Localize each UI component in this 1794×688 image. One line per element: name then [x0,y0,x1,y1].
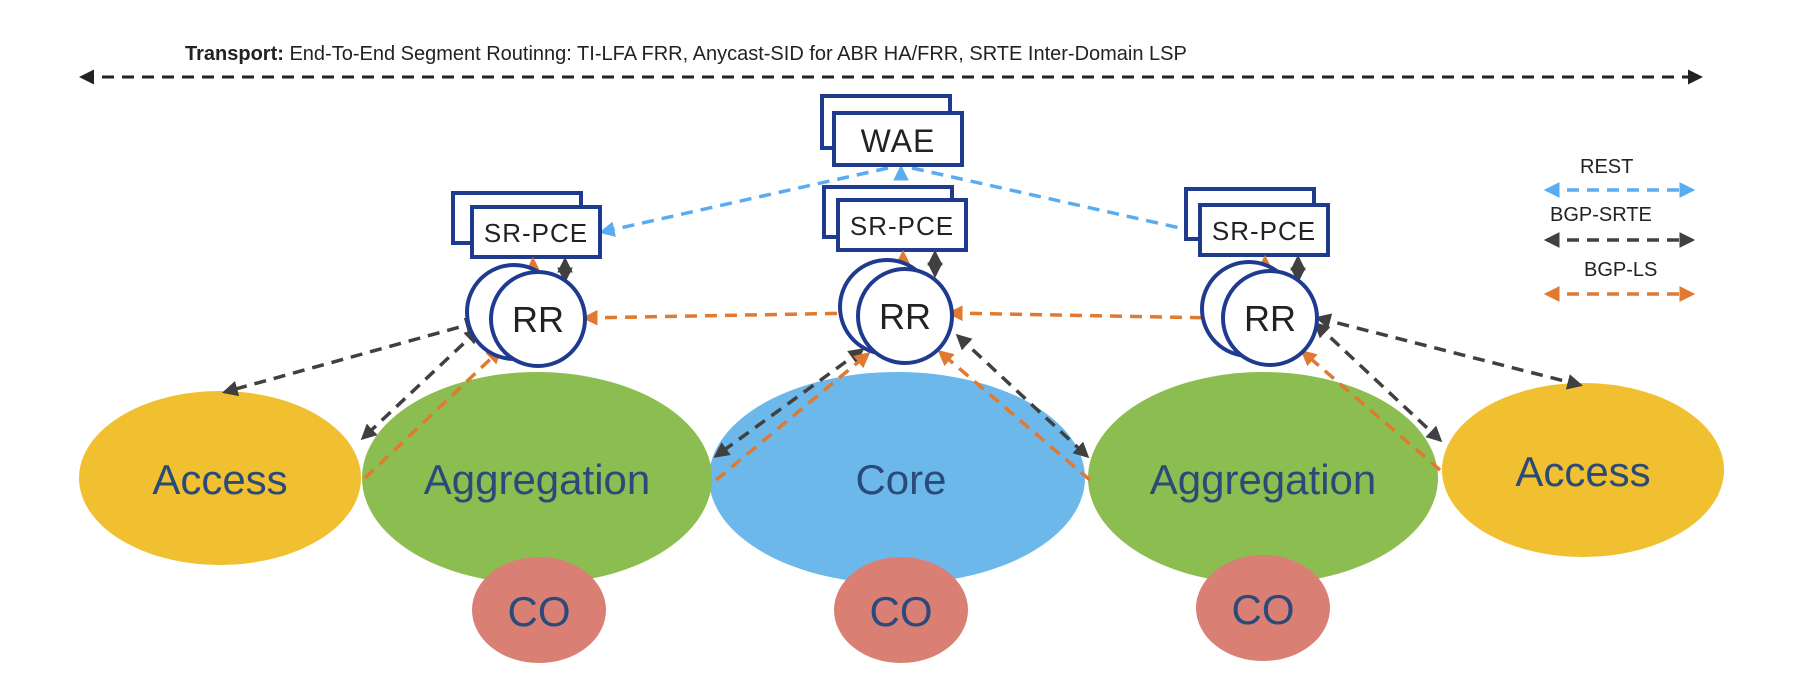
core-label: Core [855,456,946,503]
co-center [834,557,968,663]
transport-title: Transport: End-To-End Segment Routinng: … [185,43,1187,65]
ls-link-access-right-rr3 [1300,349,1442,472]
co-left [472,557,606,663]
legend-ls-label: BGP-LS [1584,259,1657,281]
transport-title-bold: Transport: [185,43,284,65]
ls-link-agg-left-rr1 [363,347,503,480]
wae-box [832,111,964,167]
co-center-label: CO [870,588,933,635]
rr-right [1221,269,1319,367]
legend-srte-label: BGP-SRTE [1550,204,1652,226]
srpce-center-box [836,198,968,252]
access-right-label: Access [1515,448,1650,495]
access-left-zone [79,391,361,565]
legend-rest-label: REST [1580,156,1633,178]
ls-link-core-rr2 [714,351,871,482]
co-right-label: CO [1232,586,1295,633]
co-right [1196,555,1330,661]
srpce-center-label: SR-PCE [850,211,954,241]
access-right-zone [1442,383,1724,557]
ls-link-rr2-rr3 [946,305,1221,326]
transport-title-text: End-To-End Segment Routinng: TI-LFA FRR,… [284,43,1187,65]
wae-label: WAE [861,123,936,159]
srpce-left-label: SR-PCE [484,218,588,248]
rr-center [856,267,954,365]
access-left-label: Access [152,456,287,503]
rest-link-wae-pce3 [911,166,1202,237]
srte-link-rr2-core-right [955,333,1090,459]
rr-left [489,270,587,368]
ls-link-agg-right-rr2 [937,349,1092,482]
rr-left-label: RR [512,299,564,340]
srte-link-rr1-access [221,317,482,397]
srte-link-rr3-access [1314,313,1584,390]
aggregation-right-label: Aggregation [1150,456,1377,503]
srte-link-rr2-core-left [713,348,865,458]
srpce-left-box [470,205,602,259]
srpce-right-box [1198,203,1330,257]
rest-link-wae-pce1 [598,166,889,237]
rr-right-label: RR [1244,298,1296,339]
srte-link-rr1-agg [360,327,481,441]
aggregation-left-label: Aggregation [424,456,651,503]
ls-link-rr1-rr2 [581,305,861,326]
co-left-label: CO [508,588,571,635]
srpce-right-label: SR-PCE [1212,216,1316,246]
rr-center-label: RR [879,296,931,337]
